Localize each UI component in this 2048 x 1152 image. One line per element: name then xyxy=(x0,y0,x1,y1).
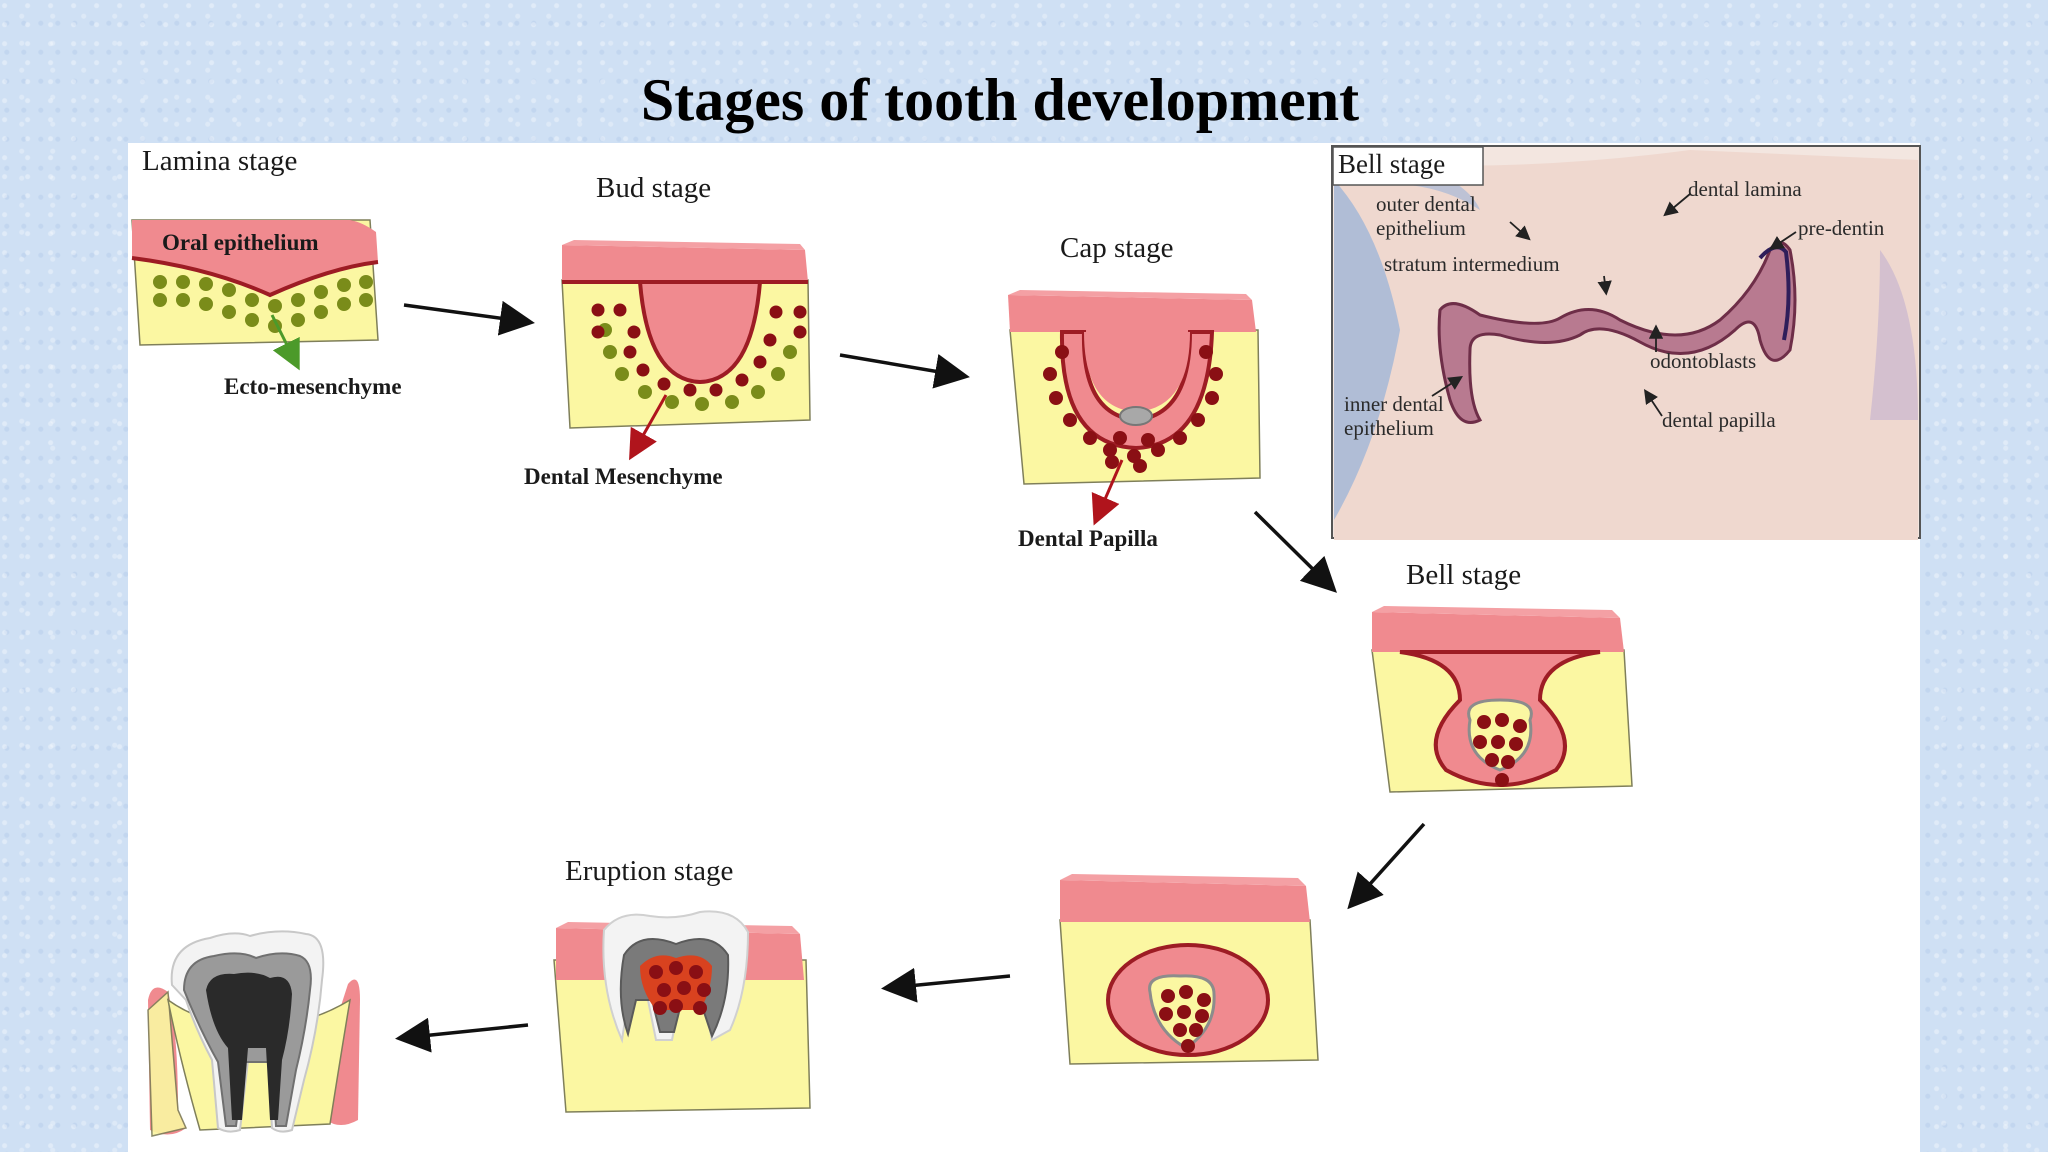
odontoblasts-label: odontoblasts xyxy=(1650,349,1756,373)
bud-stage-label: Bud stage xyxy=(596,172,711,204)
bell-stage-micrograph: Bell stage outer dental epithelium denta… xyxy=(1331,145,1921,540)
arrow-bud-to-cap xyxy=(839,353,970,389)
arrow-lamina-to-bud xyxy=(403,300,535,336)
erupted-tooth-illustration xyxy=(147,930,360,1137)
eruption-stage-illustration: Eruption stage xyxy=(553,855,811,1113)
bud-stage-illustration: Bud stage Dental Mesenchyme xyxy=(524,172,811,489)
dental-papilla-label: Dental Papilla xyxy=(1018,526,1158,551)
oral-epithelium-label: Oral epithelium xyxy=(162,230,319,255)
cap-stage-label: Cap stage xyxy=(1060,232,1174,264)
bell-stage-label: Bell stage xyxy=(1406,559,1521,591)
arrow-late-bell-to-eruption xyxy=(881,967,1011,1003)
bell-stage-illustration: Bell stage xyxy=(1371,559,1633,793)
arrow-eruption-to-erupted xyxy=(395,1017,529,1053)
outer-dental-label-2: epithelium xyxy=(1376,216,1466,240)
stratum-intermedium-label: stratum intermedium xyxy=(1384,252,1560,276)
cap-stage-illustration: Cap stage Dental Papilla xyxy=(1008,232,1261,551)
late-bell-stage-illustration xyxy=(1059,874,1319,1065)
micro-dental-papilla-label: dental papilla xyxy=(1662,408,1776,432)
lamina-stage-illustration: Lamina stage Oral epithelium Ecto-mesenc… xyxy=(131,145,402,399)
inner-dental-label-1: inner dental xyxy=(1344,392,1444,416)
arrow-cap-to-bell xyxy=(1253,510,1337,593)
ecto-mesenchyme-cells xyxy=(153,275,373,333)
pre-dentin-label: pre-dentin xyxy=(1798,216,1885,240)
ecto-mesenchyme-label: Ecto-mesenchyme xyxy=(224,374,402,399)
lamina-stage-label: Lamina stage xyxy=(142,145,297,177)
outer-dental-label-1: outer dental xyxy=(1376,192,1476,216)
micrograph-title: Bell stage xyxy=(1338,149,1445,179)
dental-lamina-label: dental lamina xyxy=(1688,177,1802,201)
dental-mesenchyme-label: Dental Mesenchyme xyxy=(524,464,723,489)
arrow-bell-to-late-bell xyxy=(1347,822,1426,910)
inner-dental-label-2: epithelium xyxy=(1344,416,1434,440)
eruption-stage-label: Eruption stage xyxy=(565,855,733,887)
page-title: Stages of tooth development xyxy=(640,67,1360,133)
